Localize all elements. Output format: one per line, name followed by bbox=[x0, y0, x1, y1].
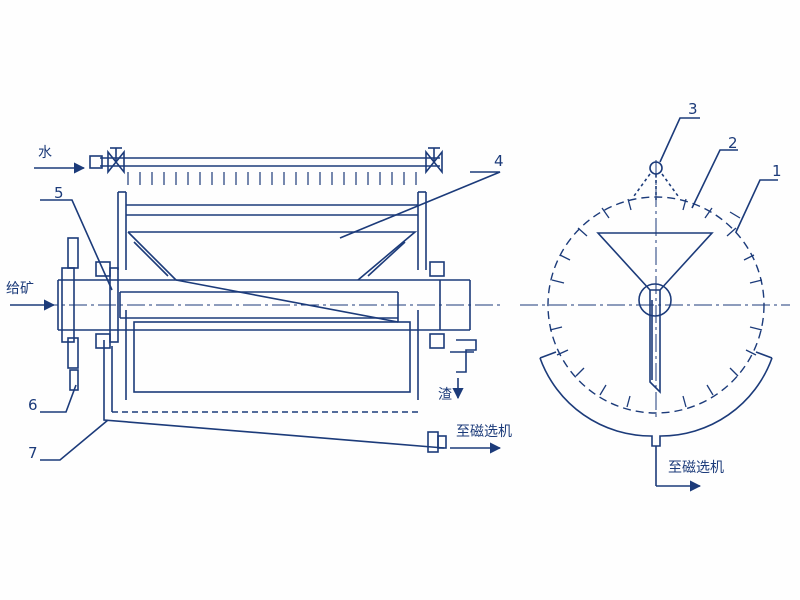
callout-3-leader bbox=[659, 117, 700, 163]
callout-5: 5 bbox=[54, 184, 64, 202]
output-label-right: 至磁选机 bbox=[668, 460, 724, 476]
tailings-tank bbox=[103, 340, 447, 453]
cross-section-drum bbox=[520, 160, 790, 492]
callout-1-leader bbox=[735, 179, 778, 233]
callout-3: 3 bbox=[688, 100, 698, 118]
drum-body bbox=[117, 191, 427, 400]
slag-outlet bbox=[450, 339, 477, 400]
inner-cone-funnel bbox=[127, 231, 418, 281]
callout-2-leader bbox=[691, 149, 738, 209]
callout-7: 7 bbox=[28, 444, 38, 462]
water-spray-pipe bbox=[89, 147, 443, 185]
callout-7-leader bbox=[40, 419, 109, 461]
spray-nozzle bbox=[633, 161, 679, 200]
water-label: 水 bbox=[38, 145, 52, 161]
callout-4-leader bbox=[339, 171, 501, 239]
callout-2: 2 bbox=[728, 134, 738, 152]
cross-section-funnel bbox=[596, 232, 714, 394]
callout-4: 4 bbox=[494, 152, 504, 170]
callout-6-leader bbox=[40, 384, 77, 413]
output-label-left: 至磁选机 bbox=[456, 424, 512, 440]
callout-1: 1 bbox=[772, 162, 782, 180]
callout-6: 6 bbox=[28, 396, 38, 414]
callout-5-leader bbox=[40, 199, 113, 291]
feed-label: 给矿 bbox=[6, 281, 34, 297]
slag-label: 渣 bbox=[438, 387, 452, 403]
